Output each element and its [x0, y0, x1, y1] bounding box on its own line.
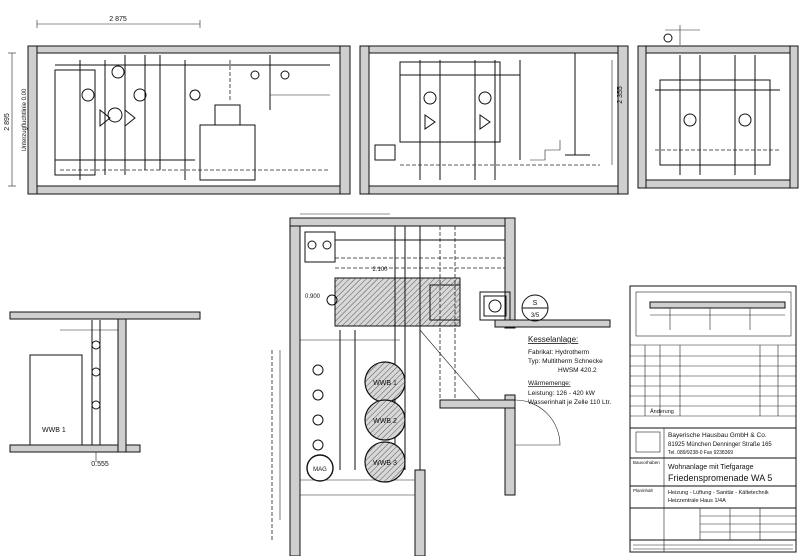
project-line-1: Wohnanlage mit Tiefgarage — [668, 464, 754, 471]
project-line-2: Friedenspromenade WA 5 — [668, 473, 772, 483]
boiler-heading: Kesselanlage: — [528, 335, 578, 344]
boiler-manufacturer: Fabrikat: Hydrotherm — [528, 349, 589, 356]
section-mark-number: 3/5 — [531, 313, 540, 319]
wwb-2-label: WWB 2 — [373, 418, 397, 425]
dim-mid-height: 2 355 — [617, 86, 624, 104]
section-mark-letter: S — [533, 300, 538, 307]
dim-plan-left: 0.900 — [305, 294, 321, 300]
boiler-water-content: Wasserinhalt je Zelle 110 Ltr. — [528, 399, 611, 406]
content-line-1: Heizung - Lüftung - Sanitär - Kältetechn… — [668, 490, 769, 496]
heat-heading: Wärmemenge: — [528, 380, 571, 387]
boiler-power: Leistung: 126 - 420 kW — [528, 390, 596, 397]
dim-left-height: 2 895 — [4, 113, 11, 131]
boiler-notes: Kesselanlage: Fabrikat: Hydrotherm Typ: … — [528, 335, 611, 406]
section-view-bottom-left: WWB 1 0.555 — [9, 311, 201, 468]
section-view-left: 2 875 2 895 Unterzugfluchtlinie 0.00 — [4, 16, 351, 195]
dim-bottom-left: 0.555 — [91, 461, 109, 468]
wwb-3-label: WWB 3 — [373, 460, 397, 467]
dim-plan-top: 2.100 — [372, 267, 388, 273]
company-line-3: Tel. 089/9238-0 Fax 9238369 — [668, 450, 733, 456]
floor-plan: WWB 1 WWB 2 WWB 3 MAG S 3/5 2.100 0.900 — [271, 213, 611, 556]
wwb-section-label: WWB 1 — [42, 427, 66, 434]
planinhalt-label: Planinhalt — [633, 488, 654, 493]
company-line-1: Bayerische Hausbau GmbH & Co. — [668, 432, 767, 439]
boiler-type: Typ: Multitherm Schnecke — [528, 358, 603, 365]
revision-label: Änderung — [650, 408, 674, 415]
dim-top-width: 2 875 — [109, 16, 127, 23]
title-block: Änderung Bayerische Hausbau GmbH & Co. 8… — [629, 285, 797, 553]
dim-left-note: Unterzugfluchtlinie 0.00 — [22, 88, 28, 151]
mag-label: MAG — [313, 467, 327, 473]
boiler-model: HWSM 420.2 — [558, 367, 597, 374]
company-line-2: 81925 München Denninger Straße 165 — [668, 442, 772, 448]
section-view-right — [637, 25, 799, 189]
section-view-middle: 2 355 — [359, 45, 629, 195]
wwb-1-label: WWB 1 — [373, 380, 397, 387]
bauvorhaben-label: Bauvorhaben — [633, 460, 660, 465]
content-line-2: Heizzentrale Haus 1/4A — [668, 498, 726, 504]
